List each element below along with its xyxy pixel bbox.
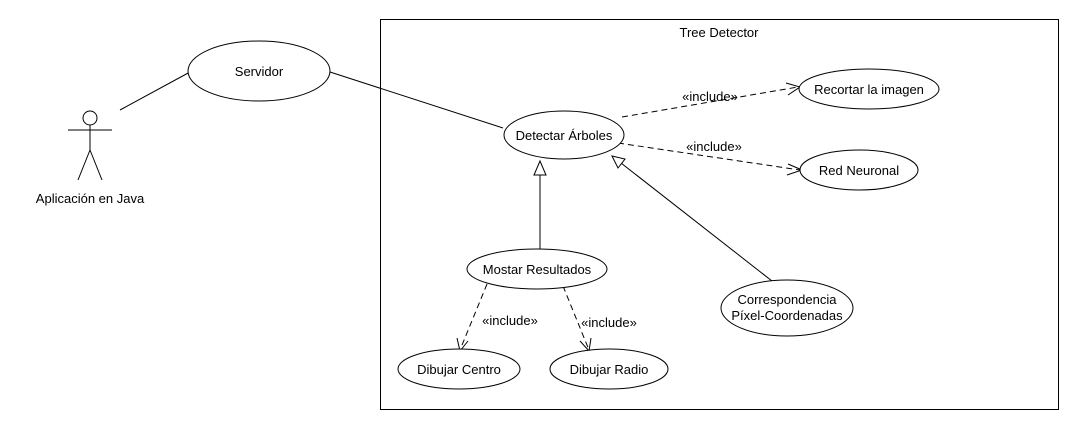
use-case-red[interactable]: Red Neuronal — [799, 149, 919, 191]
use-case-correspondencia-label-1: Correspondencia — [737, 292, 837, 307]
use-case-red-ellipse[interactable] — [799, 149, 919, 191]
system-boundary — [380, 19, 1059, 410]
use-case-mostrar-label: Mostar Resultados — [483, 262, 592, 277]
generalization-mostrar-triangle — [533, 159, 547, 176]
include-centro-line — [459, 283, 488, 351]
use-case-detectar-label: Detectar Árboles — [516, 128, 613, 143]
use-case-mostrar-ellipse[interactable] — [466, 248, 608, 290]
use-case-radio[interactable]: Dibujar Radio — [549, 348, 669, 390]
use-case-recortar-ellipse[interactable] — [798, 68, 940, 110]
use-case-radio-label: Dibujar Radio — [570, 362, 649, 377]
generalization-mostrar-relation — [533, 159, 547, 250]
association-actor-servidor — [119, 71, 191, 111]
use-case-servidor-ellipse[interactable] — [187, 40, 331, 102]
include-centro-label: «include» — [482, 313, 538, 328]
use-case-correspondencia[interactable]: Correspondencia Píxel-Coordenadas — [720, 279, 854, 337]
actor-head — [82, 110, 98, 126]
include-radio-label: «include» — [581, 315, 637, 330]
use-case-radio-ellipse[interactable] — [549, 348, 669, 390]
use-case-recortar[interactable]: Recortar la imagen — [798, 68, 940, 110]
generalization-correspondencia-line — [620, 162, 773, 282]
system-title: Tree Detector — [680, 25, 760, 40]
use-case-servidor[interactable]: Servidor — [187, 40, 331, 102]
use-case-correspondencia-label-2: Píxel-Coordenadas — [731, 308, 843, 323]
include-recortar-label: «include» — [682, 89, 738, 104]
association-servidor-detectar — [329, 71, 504, 129]
use-case-detectar[interactable]: Detectar Árboles — [503, 110, 625, 160]
use-case-correspondencia-ellipse[interactable] — [720, 279, 854, 337]
generalization-correspondencia-relation — [611, 155, 773, 282]
generalization-correspondencia-triangle — [611, 155, 626, 169]
include-red-label: «include» — [686, 139, 742, 154]
use-case-detectar-ellipse[interactable] — [503, 110, 625, 160]
include-radio-line — [562, 285, 590, 351]
use-case-centro[interactable]: Dibujar Centro — [397, 348, 521, 390]
use-case-centro-label: Dibujar Centro — [417, 362, 501, 377]
actor-name: Aplicación en Java — [36, 191, 145, 206]
actor-right-leg — [89, 149, 103, 181]
include-red-line — [617, 142, 801, 171]
use-case-centro-ellipse[interactable] — [397, 348, 521, 390]
actor-left-leg — [77, 149, 91, 181]
use-case-servidor-label: Servidor — [235, 64, 284, 79]
actor-figure — [68, 110, 112, 181]
use-case-red-label: Red Neuronal — [819, 163, 899, 178]
use-case-recortar-label: Recortar la imagen — [814, 82, 924, 97]
use-case-mostrar[interactable]: Mostar Resultados — [466, 248, 608, 290]
